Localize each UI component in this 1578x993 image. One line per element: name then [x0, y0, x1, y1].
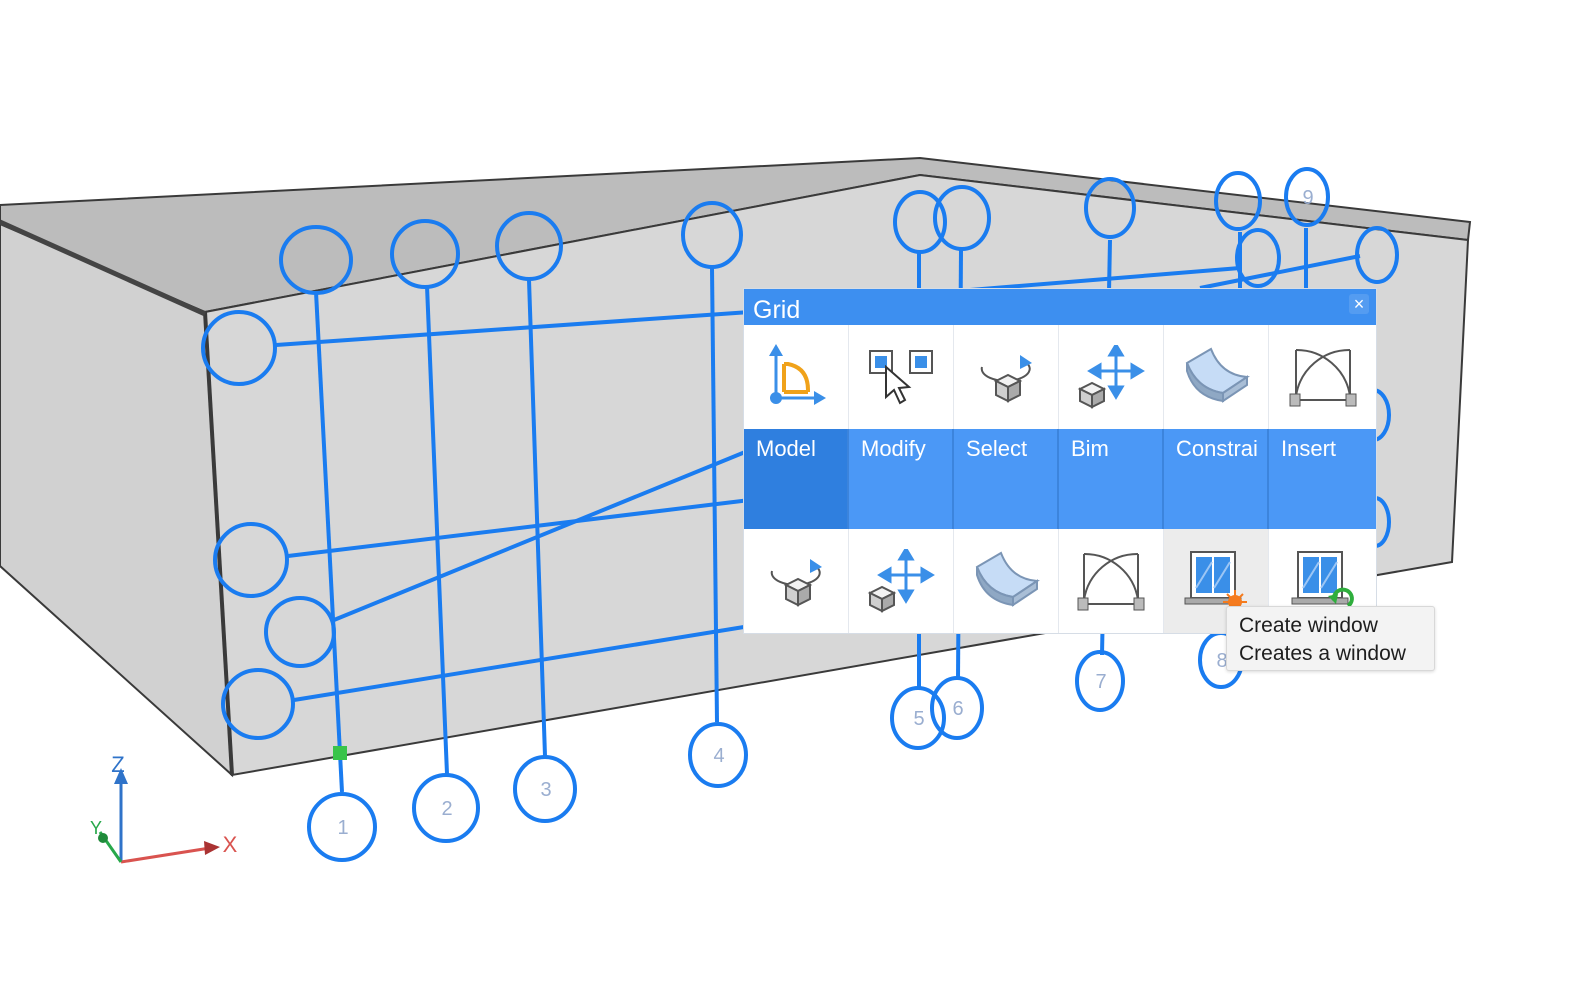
modify-select-icon [869, 350, 933, 405]
tooltip-description: Creates a window [1239, 642, 1406, 665]
create-window-button[interactable] [1164, 529, 1269, 633]
orbit-cube-icon [770, 559, 822, 607]
panel-tab-row: Model Modify Select Bim Constrai Insert [744, 429, 1376, 529]
ucs-y-label: Y [90, 818, 102, 838]
grid-label-6: 6 [952, 698, 963, 720]
grid-bubble-bottom-5[interactable] [890, 686, 946, 750]
grid-label-7: 7 [1095, 671, 1106, 693]
model-axes-button[interactable] [744, 325, 849, 429]
grid-label-8: 8 [1216, 650, 1227, 672]
close-icon[interactable]: × [1349, 294, 1369, 314]
grid-line-1[interactable] [314, 291, 344, 793]
surface-button[interactable] [954, 529, 1059, 633]
move-cube-icon [867, 549, 935, 613]
grid-bubble-left-d[interactable] [264, 596, 336, 668]
grid-bubble-left-b[interactable] [213, 522, 289, 598]
grid-bubble-bottom-7[interactable] [1075, 650, 1125, 712]
box-top-edge [0, 219, 207, 317]
grid-bubble-top-e[interactable] [1235, 228, 1281, 288]
insert-door-icon [1289, 348, 1356, 407]
constraint-surface-button[interactable] [1164, 325, 1269, 429]
edit-window-icon [1291, 551, 1354, 608]
grid-bubble-bottom-2[interactable] [412, 773, 480, 843]
door-icon [1077, 552, 1145, 611]
ucs-z-label: Z [111, 752, 124, 777]
tab-constraints[interactable]: Constrai [1164, 429, 1269, 529]
grid-bubble-labels: 1 2 3 4 5 6 7 8 9 [337, 187, 1313, 839]
modify-select-button[interactable] [849, 325, 954, 429]
grid-line-f[interactable] [1199, 254, 1361, 290]
model-axes-icon [769, 344, 826, 405]
door-button[interactable] [1059, 529, 1164, 633]
orbit-button[interactable] [744, 529, 849, 633]
move-button[interactable] [849, 529, 954, 633]
grid-bubble-left-a[interactable] [221, 668, 295, 740]
grid-line-3[interactable] [527, 279, 547, 757]
panel-title: Grid [744, 289, 1376, 325]
constraint-surface-icon [1185, 347, 1250, 403]
tab-insert[interactable]: Insert [1281, 436, 1337, 461]
tab-model[interactable]: Model [744, 429, 849, 529]
create-window-icon [1184, 551, 1247, 614]
grid-line-c[interactable] [275, 310, 751, 347]
grid-bubble-top-2[interactable] [390, 219, 460, 289]
grid-bubbles[interactable] [201, 167, 1399, 862]
ucs-x-label: X [223, 832, 238, 857]
grid-bubble-top-5[interactable] [893, 190, 947, 254]
grid-line-4[interactable] [710, 267, 719, 723]
grid-bubble-top-6[interactable] [933, 185, 991, 251]
tooltip-title: Create window [1239, 614, 1378, 637]
ucs-icon: Z X Y [90, 752, 238, 864]
grid-quad-panel[interactable]: Grid × [744, 289, 1376, 633]
tooltip: Create window Creates a window [1226, 606, 1435, 671]
grid-line-e[interactable] [969, 266, 1241, 292]
grid-bubble-top-8[interactable] [1214, 171, 1262, 231]
select-orbit-button[interactable] [954, 325, 1059, 429]
grid-bubble-bottom-1[interactable] [307, 792, 377, 862]
grid-label-5: 5 [913, 708, 924, 730]
grid-line-b[interactable] [287, 498, 751, 558]
grid-line-d[interactable] [333, 448, 751, 622]
grid-label-3: 3 [540, 779, 551, 801]
bim-move-button[interactable] [1059, 325, 1164, 429]
grid-label-9: 9 [1302, 187, 1313, 209]
grid-label-2: 2 [441, 798, 452, 820]
grid-bubble-top-f[interactable] [1355, 226, 1399, 284]
grid-bubble-top-3[interactable] [495, 211, 563, 281]
grid-bubble-bottom-6[interactable] [930, 676, 984, 740]
grip-marker[interactable] [333, 746, 347, 760]
grid-label-1: 1 [337, 817, 348, 839]
grid-label-4: 4 [713, 745, 724, 767]
panel-bottom-icon-row [744, 529, 1376, 633]
grid-bubble-bottom-4[interactable] [688, 722, 748, 788]
select-orbit-cube-icon [980, 355, 1032, 403]
grid-bubble-bottom-3[interactable] [513, 755, 577, 823]
grid-bubble-top-1[interactable] [279, 225, 353, 295]
grid-bubble-left-c[interactable] [201, 310, 277, 386]
tab-bim[interactable]: Bim [1059, 429, 1164, 529]
panel-top-icon-row [744, 325, 1376, 429]
insert-door-button[interactable] [1269, 325, 1376, 429]
grid-line-a[interactable] [293, 624, 751, 702]
grid-bubble-top-7[interactable] [1084, 177, 1136, 239]
tab-modify[interactable]: Modify [849, 429, 954, 529]
grid-line-2[interactable] [425, 285, 449, 775]
curved-surface-icon [975, 551, 1040, 607]
tab-select[interactable]: Select [954, 429, 1059, 529]
grid-bubble-top-9[interactable] [1284, 167, 1330, 227]
bim-move-cube-icon [1077, 345, 1145, 409]
grid-bubble-top-4[interactable] [681, 201, 743, 269]
